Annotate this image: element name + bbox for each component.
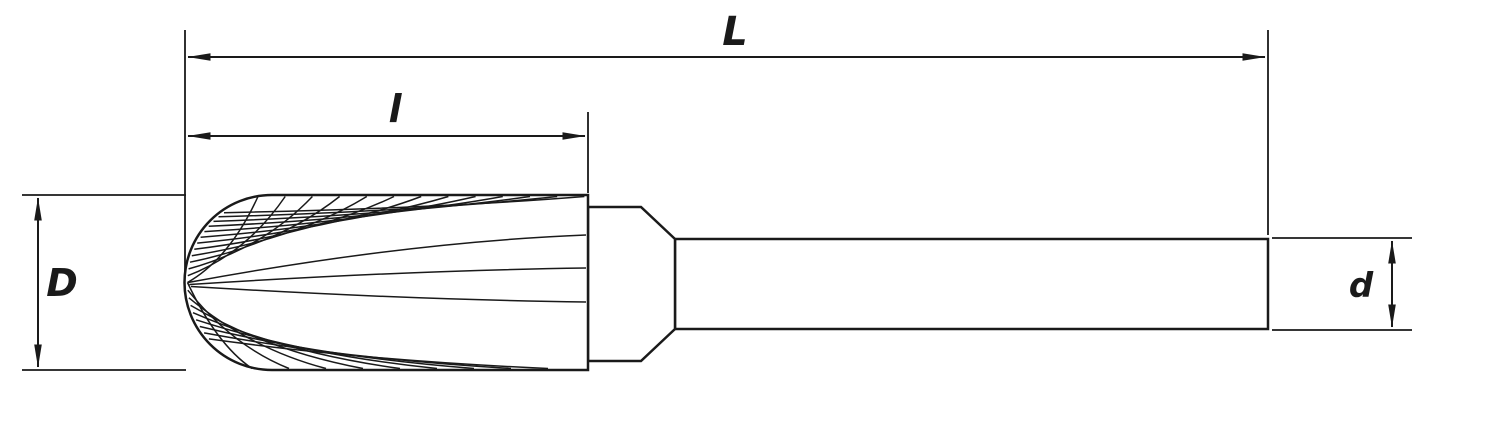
flute-line xyxy=(200,195,449,238)
flute-line xyxy=(187,234,587,284)
burr-neck xyxy=(586,205,677,363)
flute-line xyxy=(208,195,503,228)
flute-line xyxy=(213,195,531,223)
flute-line xyxy=(190,285,587,303)
burr-shank xyxy=(673,237,1270,331)
label-head-diameter: D xyxy=(46,261,78,305)
burr-head xyxy=(183,193,590,372)
flute-line xyxy=(218,195,558,218)
burr-flutes xyxy=(186,195,587,370)
flute-line xyxy=(223,195,585,214)
flute-line xyxy=(197,195,422,244)
label-cut-length: l xyxy=(388,87,402,131)
flute-line xyxy=(204,195,476,233)
flute-line xyxy=(188,195,313,270)
label-shank-diameter: d xyxy=(1349,266,1374,306)
flute-line xyxy=(187,196,286,277)
flute-line xyxy=(208,338,549,370)
flute-line xyxy=(189,267,587,286)
label-overall-length: L xyxy=(722,9,748,55)
